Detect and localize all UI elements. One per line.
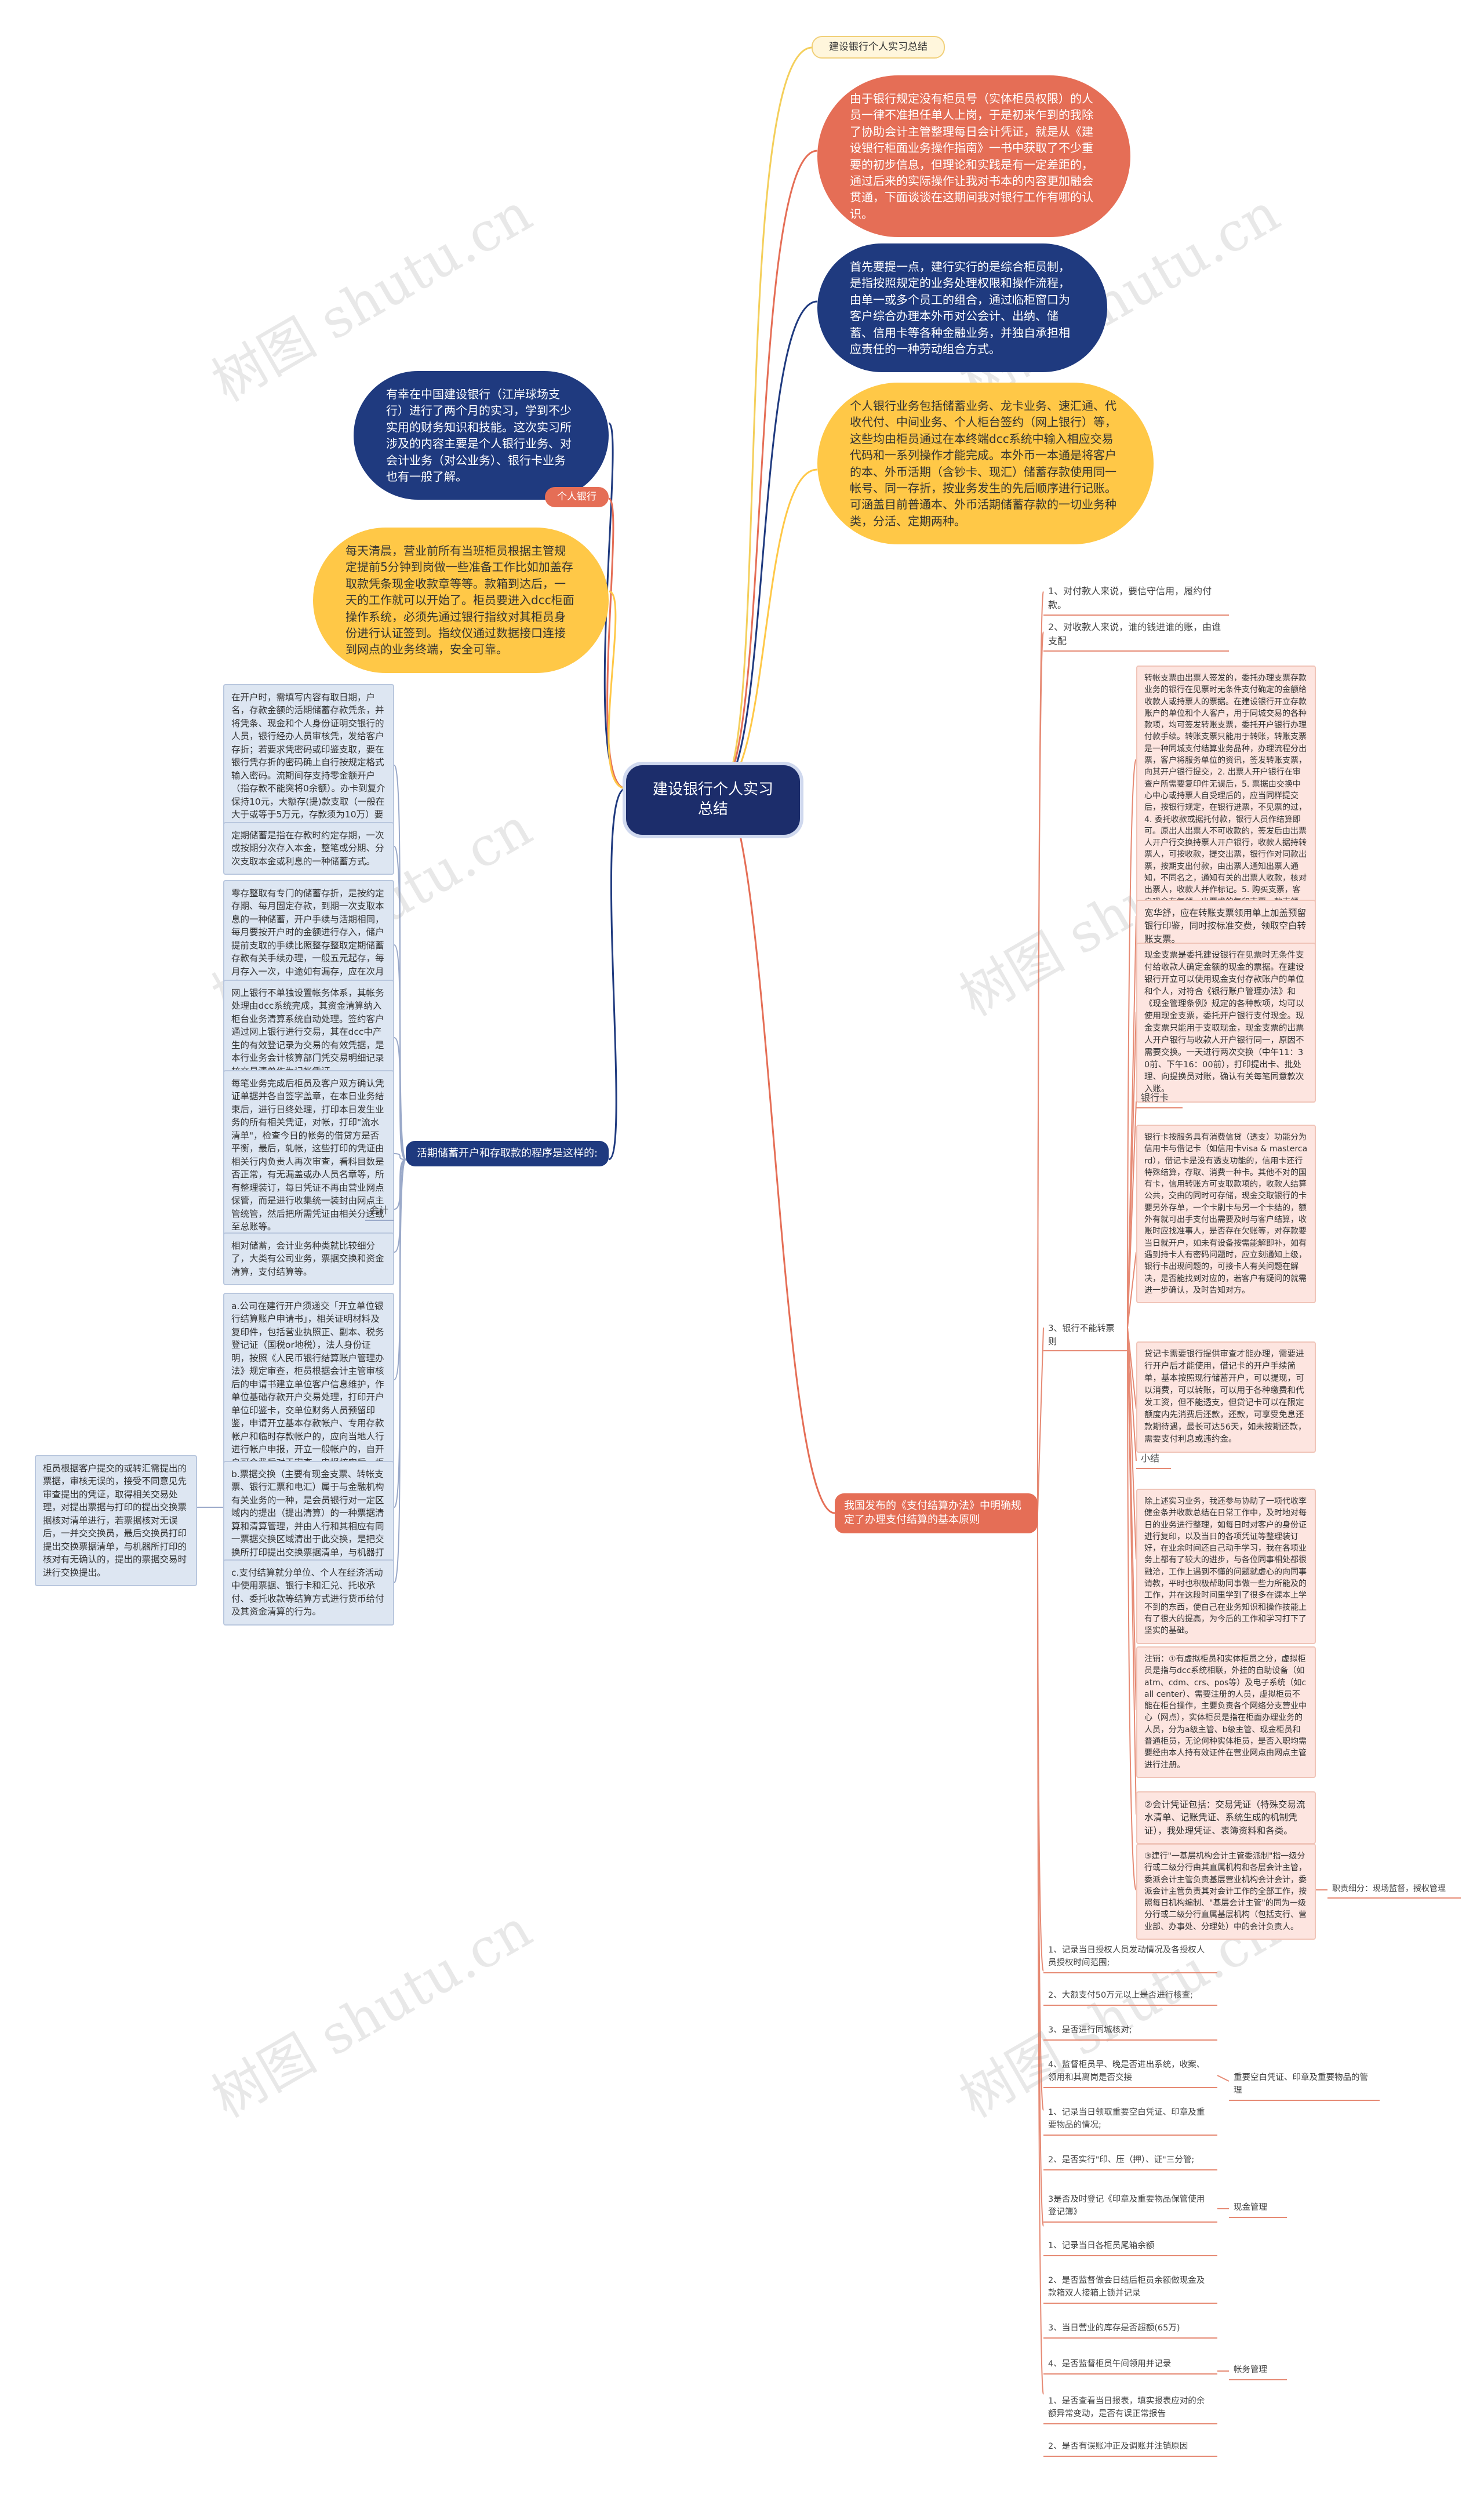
duty-register-book: 3是否及时登记《印章及重要物品保管使用登记簿》 (1043, 2191, 1217, 2223)
label-cash-mgmt: 现金管理 (1229, 2199, 1287, 2218)
link-tag2 (606, 497, 627, 790)
duty-report-check: 1、是否查看当日报表，填实报表应对的余额异常变动，是否有误正常报告 (1043, 2393, 1217, 2424)
duty-city-check: 3、是否进行同城核对; (1043, 2022, 1217, 2041)
topic-morning-routine[interactable]: 每天清晨，营业前所有当班柜员根据主管规定提前5分钟到岗做一些准备工作比如加盖存取… (313, 528, 609, 673)
topic-personal-business[interactable]: 个人银行业务包括储蓄业务、龙卡业务、速汇通、代收代付、中间业务、个人柜台签约（网… (817, 383, 1154, 545)
card-payment-settlement: c.支付结算就分单位、个人在经济活动中使用票据、银行卡和汇兑、托收承付、委托收款… (223, 1559, 394, 1626)
card-teller-exchange: 柜员根据客户提交的或转汇需提出的票据，审核无误的，接受不同意见先审查提出的凭证，… (35, 1455, 197, 1587)
label-bank-card: 银行卡 (1136, 1089, 1183, 1108)
card-bill-exchange: b.票据交换（主要有现金支票、转帐支票、银行汇票和电汇）属于与金融机构有关业务的… (223, 1461, 394, 1579)
label-summary: 小结 (1136, 1449, 1171, 1469)
link-right-hub (718, 787, 835, 1514)
topic-tag-personal[interactable]: 个人银行 (545, 487, 609, 507)
duty-correction: 2、是否有误账冲正及调账并注销原因 (1043, 2438, 1217, 2457)
link-n1 (718, 150, 818, 790)
card-transfer-check: 转帐支票由出票人签发的，委托办理支票存款业务的银行在见票时无条件支付确定的金额给… (1136, 666, 1316, 927)
card-cash-check: 现金支票是委托建设银行在见票时无条件支付给收款人确定金额的现金的票据。在建设银行… (1136, 943, 1316, 1103)
card-supervisor-system: ③建行"一基层机构会计主管委派制"指一级分行或二级分行由其直属机构和各层会计主管… (1136, 1843, 1316, 1940)
topic-teller-system[interactable]: 首先要提一点，建行实行的是综合柜员制，是指按照规定的业务处理权限和操作流程，由单… (817, 243, 1107, 373)
card-credit-debit: 银行卡按服务具有消费信贷（透支）功能分为信用卡与借记卡（如信用卡visa & m… (1136, 1125, 1316, 1304)
link-left-hub (608, 787, 627, 1161)
duty-cash-limit: 3、当日营业的库存是否超额(65万) (1043, 2320, 1217, 2339)
root-topic[interactable]: 建设银行个人实习总结 (626, 765, 800, 835)
label-account-mgmt: 帐务管理 (1229, 2362, 1287, 2380)
leaf-payee-principle: 2、对收款人来说，谁的钱进谁的账，由谁支配 (1043, 618, 1229, 652)
card-teller-types: 注销：①有虚拟柜员和实体柜员之分，虚拟柜员是指与dcc系统相联，外挂的自助设备（… (1136, 1646, 1316, 1778)
label-accounting: 会计 (365, 1201, 394, 1221)
duty-blank-voucher: 1、记录当日领取重要空白凭证、印章及重要物品的情况; (1043, 2104, 1217, 2136)
topic-savings-procedure[interactable]: 活期储蓄开户和存取款的程序是这样的: (406, 1141, 609, 1167)
link-left2 (608, 590, 627, 790)
card-daily-closing: 每笔业务完成后柜员及客户双方确认凭证单据并各自签字盖章，在本日业务结束后，进行日… (223, 1070, 394, 1241)
card-internship-summary: 除上述实习业务，我还参与协助了一项代收李健金条并收款总结在日常工作中，及时地对每… (1136, 1489, 1316, 1644)
topic-internship[interactable]: 有幸在中国建设银行（江岸球场支行）进行了两个月的实习，学到不少实用的财务知识和技… (354, 371, 609, 500)
card-credit-card: 贷记卡需要银行提供审查才能办理，需要进行开户后才能使用，借记卡的开户手续简单，基… (1136, 1341, 1316, 1453)
leaf-bank-rule: 3、银行不能转票则 (1043, 1319, 1127, 1351)
topic-settlement-principles[interactable]: 我国发布的《支付结算办法》中明确规定了办理支付结算的基本原则 (835, 1493, 1038, 1533)
leaf-payer-principle: 1、对付款人来说，要信守信用，履约付款。 (1043, 582, 1229, 616)
duty-large-payment: 2、大额支付50万元以上是否进行核查; (1043, 1987, 1217, 2006)
link-top-tag (718, 46, 812, 790)
label-voucher-mgmt: 重要空白凭证、印章及重要物品的管理 (1229, 2070, 1380, 2101)
link-n2 (718, 300, 818, 790)
card-online-banking: 网上银行不单独设置帐务体系，其帐务处理由dcc系统完成，其资金清算纳入柜台业务清… (223, 980, 394, 1085)
duty-teller-balance: 1、记录当日各柜员尾箱余额 (1043, 2238, 1217, 2256)
label-duties: 职责细分：现场监督，授权管理 (1327, 1881, 1461, 1899)
card-accounting-types: 相对储蓄，会计业务种类就比较细分了，大类有公司业务，票据交换和资金清算，支付结算… (223, 1232, 394, 1286)
topic-tag-summary[interactable]: 建设银行个人实习总结 (812, 36, 945, 59)
card-fixed-deposit: 定期储蓄是指在存款时约定存期，一次或按期分次存入本金，整笔或分期、分次支取本金或… (223, 822, 394, 875)
duty-noon-supervision: 4、是否监督柜员午间领用并记录 (1043, 2356, 1217, 2375)
duty-teller-login: 4、监督柜员早、晚是否进出系统，收案、领用和其离岗是否交接 (1043, 2057, 1217, 2088)
link-n3 (718, 468, 818, 790)
duty-three-separation: 2、是否实行"印、压（押）、证"三分管; (1043, 2152, 1217, 2170)
card-voucher-types: ②会计凭证包括：交易凭证（特殊交易流水清单、记账凭证、系统生成的机制凭证），我处… (1136, 1791, 1316, 1845)
topic-intro-red[interactable]: 由于银行规定没有柜员号（实体柜员权限）的人员一律不准担任单人上岗，于是初来乍到的… (817, 75, 1130, 238)
duty-cashbox: 2、是否监督做会日结后柜员余额做现金及款箱双人接箱上锁并记录 (1043, 2272, 1217, 2304)
duty-authorization: 1、记录当日授权人员发动情况及各授权人员授权时间范围; (1043, 1942, 1217, 1973)
